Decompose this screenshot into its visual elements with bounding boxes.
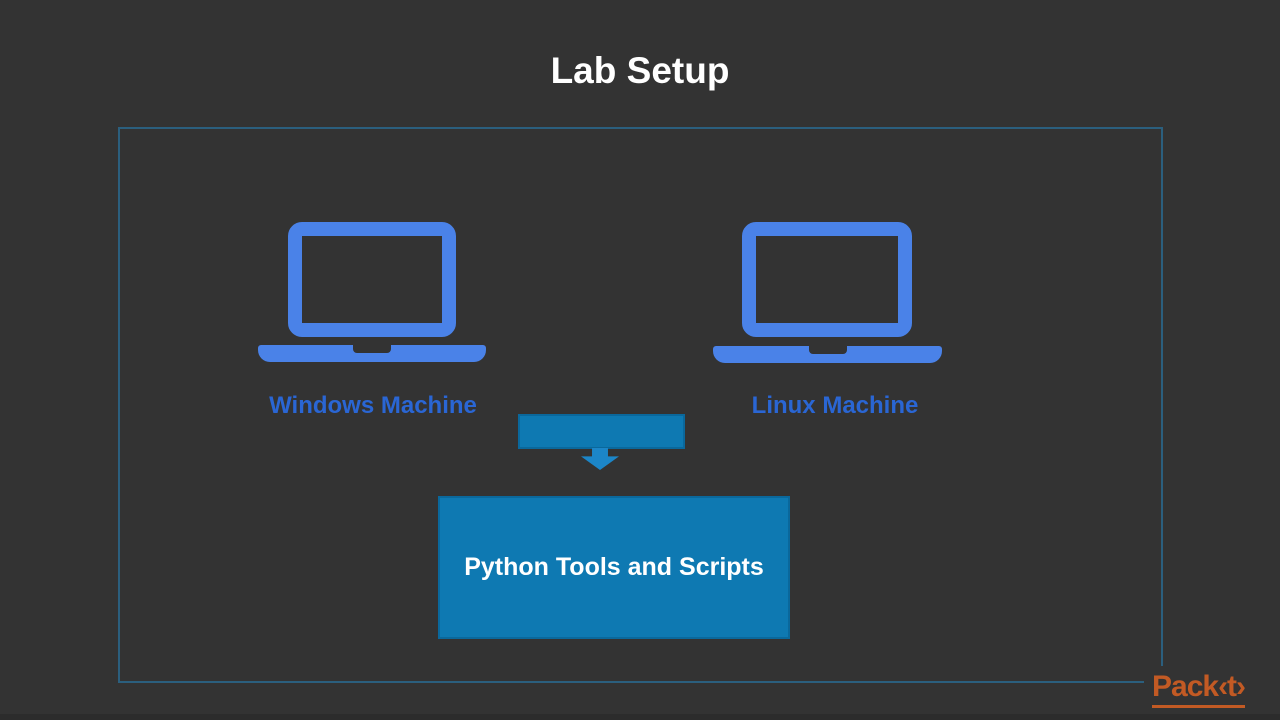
laptop-base-icon [713,346,942,363]
linux-machine-label: Linux Machine [751,392,919,419]
laptop-screen-icon [288,222,456,337]
windows-laptop-icon [258,222,486,362]
python-tools-box: Python Tools and Scripts [438,496,790,639]
diagram-frame [118,127,1163,683]
bottom-strip [0,714,1280,720]
laptop-screen-icon [742,222,912,337]
packt-logo: Pack‹t› [1144,666,1254,714]
linux-laptop-icon [713,222,942,363]
packt-logo-text: Pack‹t› [1152,672,1246,708]
windows-machine-label: Windows Machine [269,392,477,419]
slide-title: Lab Setup [550,50,730,91]
python-tools-label: Python Tools and Scripts [464,553,764,581]
laptop-base-icon [258,345,486,362]
connector-box [518,414,685,449]
